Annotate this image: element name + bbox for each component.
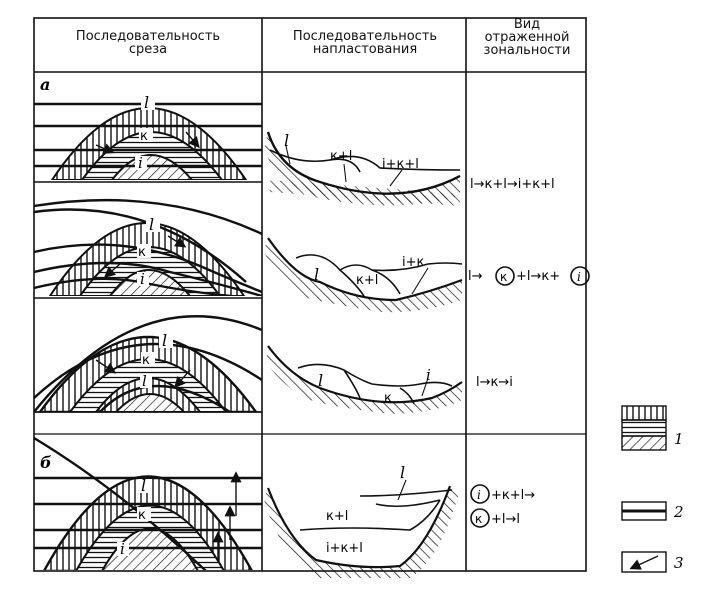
svg-text:l→: l→ <box>468 269 483 284</box>
zone-label-k: к <box>140 129 148 144</box>
header-zonality-type: Вид отраженной зональности <box>483 17 571 58</box>
zone-label-l: l <box>149 215 154 234</box>
stratum-label: i <box>426 366 431 384</box>
stratum-label: i+к <box>402 255 425 270</box>
bedding-basement-4 <box>264 486 460 578</box>
stratum-label: l <box>400 463 405 482</box>
stratum-label: l <box>284 131 289 150</box>
svg-text:i: i <box>577 270 581 284</box>
bedding-basement-3 <box>266 346 462 414</box>
svg-text:к: к <box>500 270 507 284</box>
zonality-row-1: l→к+l→i+к+l <box>470 177 555 192</box>
bedding-basement-1 <box>264 132 460 206</box>
svg-text:+l→l: +l→l <box>491 512 520 527</box>
zone-label-i: i <box>120 540 125 558</box>
legend-label-3: 3 <box>674 554 684 572</box>
legend-label-1: 1 <box>674 430 684 448</box>
legend-swatch-horizontal <box>621 419 667 437</box>
legend-swatch-diagonal <box>621 435 667 451</box>
arrow-icon <box>629 555 659 570</box>
svg-text:+к+l→: +к+l→ <box>491 488 535 503</box>
zone-label-l: l <box>142 372 147 390</box>
stratum-label: i+к+l <box>326 541 363 556</box>
fold-row-3 <box>34 315 262 412</box>
stratum-label: к+l <box>326 509 348 524</box>
header-slice-sequence: Последовательность среза <box>75 29 221 57</box>
fold-row-4 <box>34 436 262 570</box>
zonality-row-4a: i +к+l→ <box>470 484 535 504</box>
stratum-label: l <box>318 371 323 390</box>
section-label-b: б <box>40 453 52 472</box>
section-label-a: а <box>40 75 50 94</box>
stratum-label: к+l <box>330 149 352 164</box>
svg-text:+l→к+: +l→к+ <box>516 269 560 284</box>
zone-label-k: к <box>142 353 150 368</box>
zone-label-l: l <box>141 476 146 495</box>
zone-label-k: к <box>138 245 146 260</box>
zonality-row-3: l→к→i <box>476 375 513 390</box>
svg-text:к: к <box>475 512 482 526</box>
legend-label-2: 2 <box>673 503 684 521</box>
stratum-label: l <box>314 265 319 284</box>
zone-label-i: i <box>138 154 143 172</box>
zone-label-k: к <box>138 508 146 523</box>
stratum-label: i+к+l <box>382 157 419 172</box>
legend-swatch-vertical <box>621 405 667 421</box>
legend: 1 2 3 <box>621 405 684 573</box>
header-bedding-sequence: Последовательность напластования <box>292 29 438 57</box>
zone-label-i: i <box>140 270 145 288</box>
stratum-label: к <box>384 391 392 406</box>
svg-text:i: i <box>477 488 481 502</box>
fold-row-1 <box>34 102 262 180</box>
zone-label-l: l <box>144 93 149 112</box>
fold-row-2 <box>34 198 262 296</box>
zonality-row-2: l→ к +l→к+ i <box>468 266 590 286</box>
stratum-label: к+l <box>356 273 378 288</box>
zone-label-l: l <box>162 331 167 350</box>
bedding-basement-2 <box>264 238 462 313</box>
zonality-row-4b: к +l→l <box>470 508 520 528</box>
